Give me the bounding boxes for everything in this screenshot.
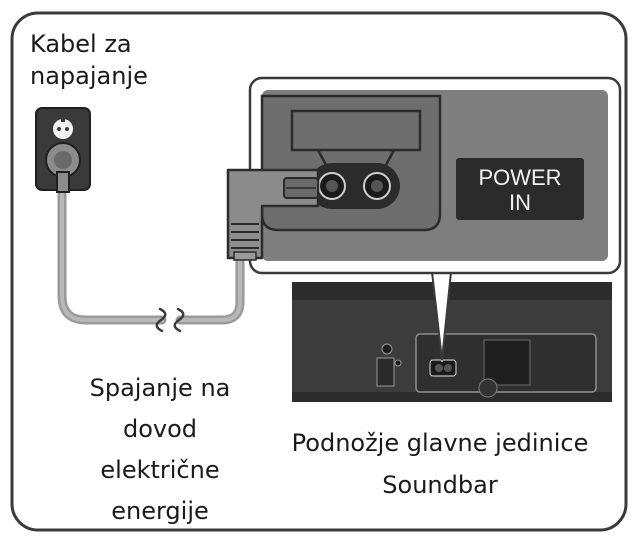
connect-power-label: Spajanje na dovod električne energije	[70, 368, 250, 532]
power-in-line-1: POWER	[478, 165, 562, 190]
soundbar-base-label: Podnožje glavne jedinice Soundbar	[265, 422, 615, 506]
power-cable	[57, 185, 245, 325]
power-in-line-2: IN	[509, 190, 531, 215]
soundbar-base	[292, 282, 612, 402]
wall-outlet-icon	[35, 107, 91, 193]
connect-label-line-1: Spajanje na	[89, 374, 231, 402]
power-in-label: POWER IN	[456, 165, 584, 215]
cable-label-line-1: Kabel za	[30, 30, 132, 58]
zoom-window	[248, 76, 622, 275]
power-plug-icon	[226, 168, 320, 261]
zoom-pointer-outline	[431, 271, 452, 361]
cable-label-line-2: napajanje	[30, 62, 148, 90]
connect-label-line-4: energije	[111, 497, 209, 525]
connect-label-line-2: dovod	[122, 415, 198, 443]
cable-break-icon	[155, 307, 185, 333]
power-cable-label: Kabel za napajanje	[30, 28, 220, 92]
base-label-line-2: Soundbar	[382, 471, 498, 499]
power-connector-icon	[309, 163, 400, 209]
base-label-line-1: Podnožje glavne jedinice	[291, 429, 589, 457]
connect-label-line-3: električne	[100, 456, 220, 484]
